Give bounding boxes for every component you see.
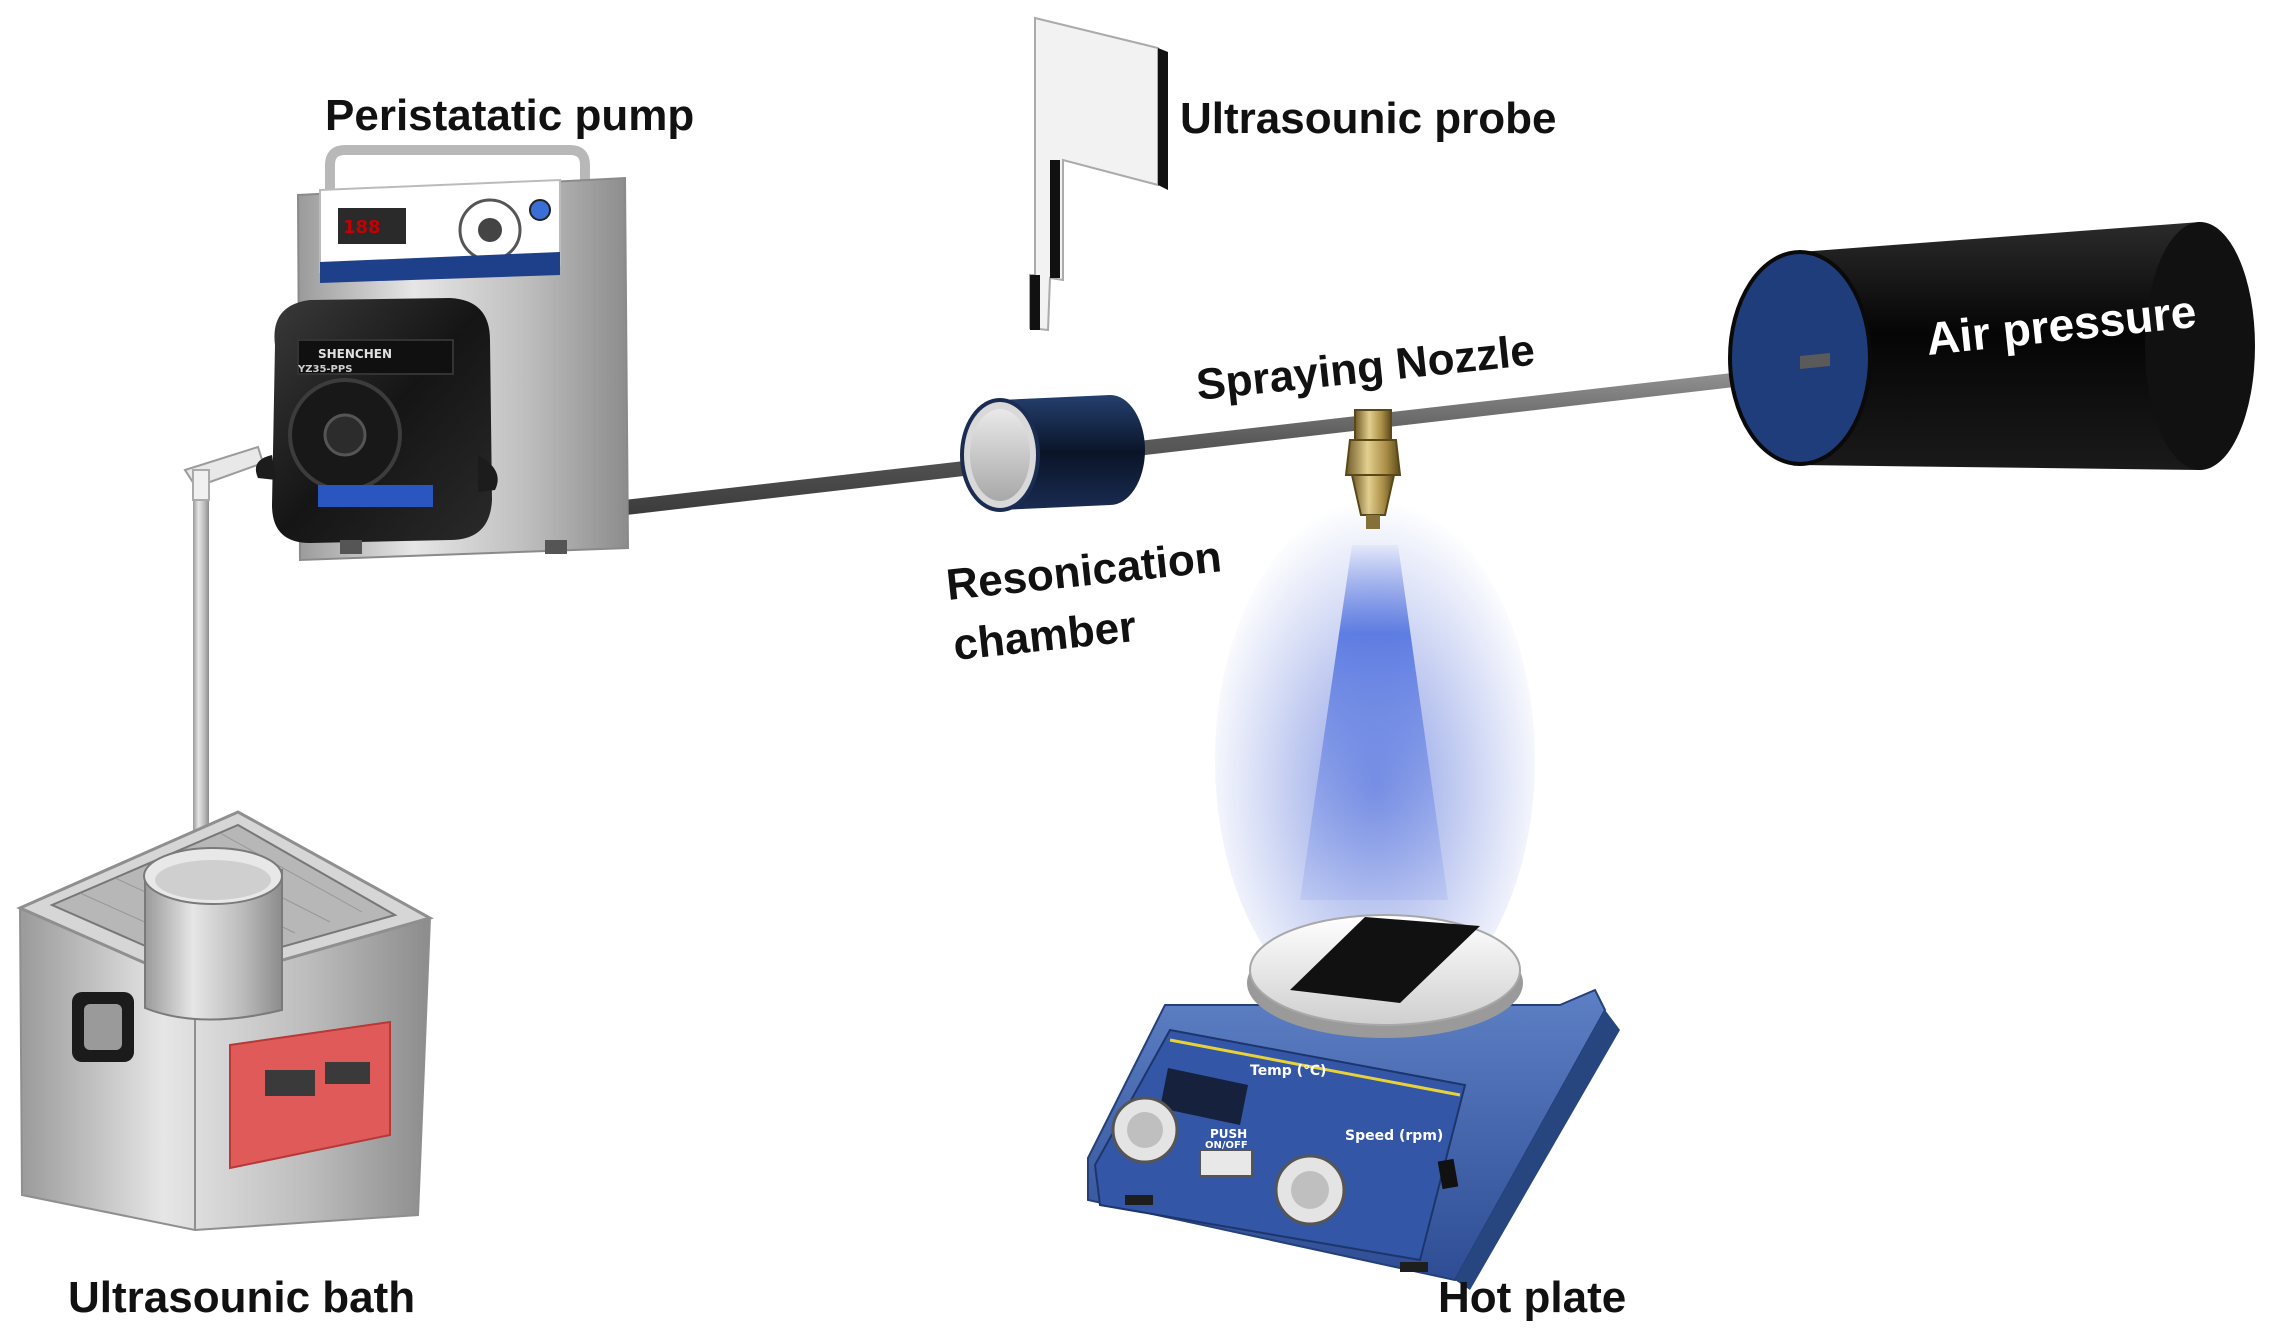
tube-main-line [598,362,1830,518]
hotplate-temp-label: Temp (℃) [1250,1063,1326,1079]
hotplate-onoff-label: ON/OFF [1205,1140,1248,1151]
hotplate-push-label: PUSH [1210,1127,1247,1141]
pump-model-text: YZ35-PPS [297,364,352,375]
label-ultrasonic-probe: Ultrasounic probe [1180,94,1557,143]
label-resonication-chamber-line2: chamber [951,602,1139,670]
spray-plume [1215,500,1535,1020]
air-pressure-cylinder [1728,222,2255,470]
ultrasonic-bath-device [16,810,434,1232]
label-resonication-chamber-line1: Resonication [944,532,1224,610]
peristaltic-pump-device: 188 SHENCHEN YZ35-PPS [255,145,630,562]
label-hot-plate: Hot plate [1438,1273,1626,1322]
hot-plate-device: Temp (℃) Speed (rpm) PUSH ON/OFF [1087,914,1620,1290]
pump-brand-text: SHENCHEN [318,347,392,361]
hotplate-speed-label: Speed (rpm) [1345,1128,1443,1144]
label-ultrasonic-bath: Ultrasounic bath [68,1273,415,1322]
resonication-chamber-device [960,395,1145,512]
label-peristaltic-pump: Peristatatic pump [325,91,694,140]
label-spraying-nozzle: Spraying Nozzle [1194,326,1537,410]
svg-text:188: 188 [343,217,381,238]
ultrasonic-probe-device [1029,16,1168,332]
